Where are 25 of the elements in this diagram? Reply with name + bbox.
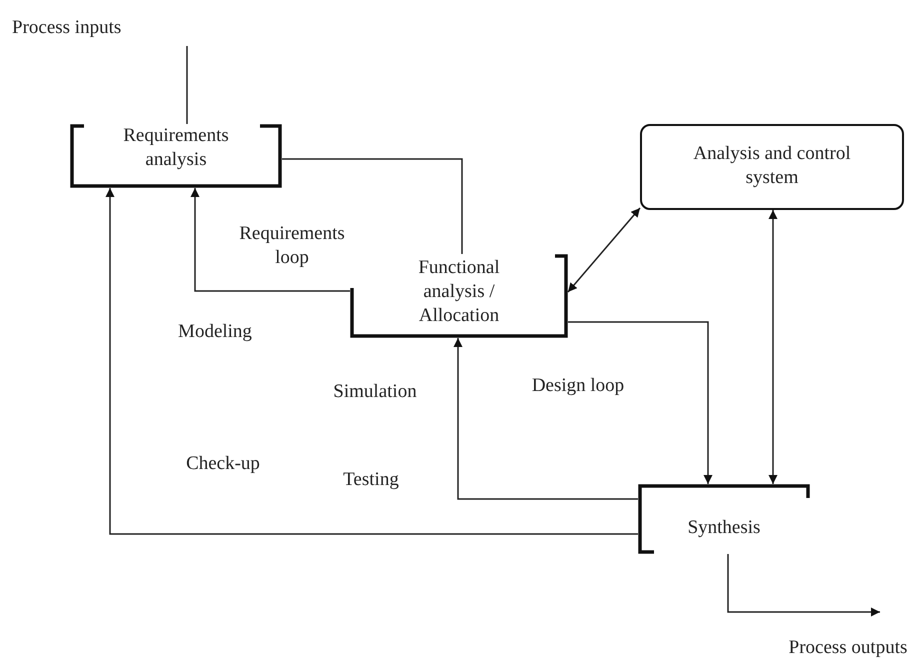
annotation-text: Simulation [332, 380, 418, 404]
process-label: Process inputs [12, 16, 122, 40]
annotation-text: Testing [342, 468, 400, 492]
box-label: Functional analysis / Allocation [417, 256, 501, 328]
arrow [567, 208, 641, 292]
arrow [768, 210, 778, 484]
arrow [727, 554, 880, 616]
annotation-text: Modeling [177, 320, 253, 344]
annotation-text: Check-up [185, 452, 261, 476]
connector-line [186, 46, 188, 124]
rounded-box [640, 124, 904, 210]
annotation-text: Design loop [530, 374, 626, 398]
bracket-box [350, 254, 568, 338]
process-label: Process outputs [788, 636, 908, 660]
bracket-box [638, 484, 810, 554]
box-label: Analysis and control system [692, 142, 852, 190]
arrow [190, 188, 350, 292]
box-label: Synthesis [686, 516, 762, 540]
connector-line [282, 158, 463, 254]
box-label: Requirements analysis [122, 124, 230, 172]
annotation-text: Requirements loop [238, 222, 346, 270]
arrow [568, 321, 712, 484]
arrow [454, 338, 638, 500]
bracket-box [70, 124, 282, 188]
arrow [106, 188, 638, 535]
